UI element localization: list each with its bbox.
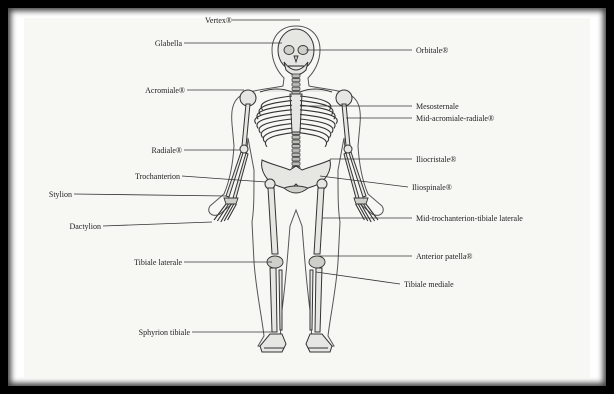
sternum xyxy=(290,94,302,132)
leader-lines xyxy=(74,20,412,332)
leader-trochanterion xyxy=(182,176,266,182)
left-rib xyxy=(265,133,292,147)
left-tibia xyxy=(270,268,277,332)
label-iliocristale: Iliocristale® xyxy=(416,155,456,164)
label-mesosternale: Mesosternale xyxy=(416,102,459,111)
vertebra xyxy=(292,158,300,161)
vertebra xyxy=(292,144,300,147)
leader-dactylion xyxy=(103,222,212,226)
label-stylion: Stylion xyxy=(49,190,72,199)
pubic-symphysis xyxy=(284,186,308,193)
vertebra xyxy=(292,83,300,86)
label-trochanterion: Trochanterion xyxy=(135,172,180,181)
label-dactylion: Dactylion xyxy=(69,222,101,231)
vertebra xyxy=(292,140,300,143)
label-glabella: Glabella xyxy=(155,39,183,48)
left-fibula xyxy=(279,270,282,330)
hands xyxy=(214,204,378,222)
leader-iliospinale xyxy=(320,176,408,187)
right-tibia xyxy=(315,268,322,332)
label-tibiale-laterale: Tibiale laterale xyxy=(134,258,182,267)
right-carpals xyxy=(354,198,368,204)
label-sphyrion-tibiale: Sphyrion tibiale xyxy=(139,328,191,337)
leader-stylion xyxy=(74,194,226,196)
label-acromiale: Acromiale® xyxy=(145,86,185,95)
vertebra xyxy=(292,136,300,139)
left-femur xyxy=(268,188,278,254)
label-orbitale: Orbitale® xyxy=(416,46,448,55)
label-vertex: Vertex® xyxy=(205,16,232,25)
left-orbit xyxy=(284,46,294,55)
vertebra xyxy=(292,87,300,90)
label-iliospinale: Iliospinale® xyxy=(412,183,452,192)
vertebra xyxy=(292,162,300,165)
right-patella xyxy=(309,256,325,268)
right-rib xyxy=(300,133,327,147)
vertebra xyxy=(292,78,300,81)
leader-tibiale-mediale xyxy=(316,272,400,284)
label-anterior-patella: Anterior patella® xyxy=(416,252,473,261)
right-fibula xyxy=(310,270,313,330)
right-femur xyxy=(314,188,324,254)
vertebra xyxy=(292,149,300,152)
skull xyxy=(278,29,314,75)
label-radiale: Radiale® xyxy=(151,146,182,155)
label-mid-trochanterion-tibiale-laterale: Mid-trochanterion-tibiale laterale xyxy=(416,214,523,223)
vertebra xyxy=(292,153,300,156)
vertebra xyxy=(292,74,300,77)
label-tibiale-mediale: Tibiale mediale xyxy=(404,280,454,289)
left-carpals xyxy=(224,198,238,204)
label-mid-acromiale-radiale: Mid-acromiale-radiale® xyxy=(416,114,494,123)
feet xyxy=(260,334,332,352)
